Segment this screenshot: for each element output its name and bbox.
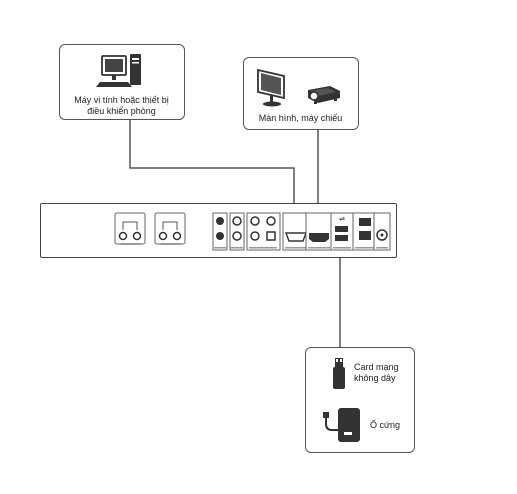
vga-port[interactable] [282,212,310,251]
wifi-label-line2: không dây [354,373,396,383]
audio-out-port[interactable] [229,212,245,251]
optical-port[interactable] [246,212,281,251]
accessories-box: Card mạng không dây Ổ cứng [305,347,415,453]
device-back-panel: ⇌ [114,212,391,251]
computer-box: Máy vi tính hoặc thiết bị điều khiển phò… [59,44,185,120]
usb-port[interactable]: ⇌ [330,212,354,251]
power-port[interactable] [373,212,391,251]
lan-port[interactable] [352,212,378,251]
hard-drive-icon [323,408,360,442]
display-label: Màn hình, máy chiếu [258,113,343,123]
wifi-label: Card mạng không dây [354,362,414,384]
monitor-icon [257,68,285,107]
mic-in-port[interactable] [114,212,146,245]
media-player-device: ⇌ [40,203,397,258]
storage-label: Ổ cứng [370,420,401,430]
line-out-port[interactable] [154,212,186,245]
display-box: Màn hình, máy chiếu [243,57,359,130]
computer-to-vga-line [129,119,295,212]
computer-label-line2: điều khiển phòng [87,106,156,116]
computer-icon [96,54,141,87]
wifi-adapter-icon [333,358,345,389]
computer-label: Máy vi tính hoặc thiết bị điều khiển phò… [60,95,183,117]
computer-label-line1: Máy vi tính hoặc thiết bị [74,95,169,105]
projector-icon [308,86,340,104]
wifi-label-line1: Card mạng [354,362,399,372]
svg-text:⇌: ⇌ [339,215,345,223]
hdmi-port[interactable] [305,212,333,251]
audio-in-port[interactable] [212,212,228,251]
